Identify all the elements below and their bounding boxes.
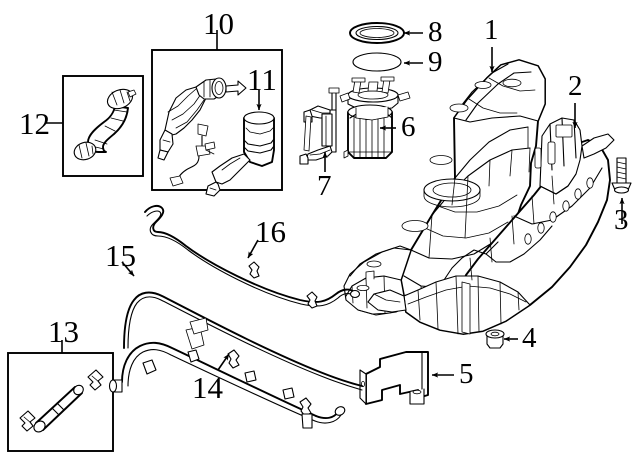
part-vapor-line [123,291,363,391]
part-filler-hose-with-clamps [73,88,137,161]
part-lock-ring [349,22,405,44]
callout-label-5: 5 [459,358,474,390]
part-fuel-tank [343,59,546,316]
callout-label-11: 11 [247,62,277,97]
part-tank-shield-bracket [359,351,429,405]
part-skid-plate-bolt [611,157,632,194]
callout-label-2: 2 [568,70,583,102]
callout-label-9: 9 [428,46,443,78]
part-fuel-tank-skid-plate [367,117,615,335]
part-retainer-nut [485,329,505,349]
part-fuel-level-sensor-harness [169,123,216,187]
callout-label-10: 10 [203,6,234,41]
part-fuel-pump-mounting-bracket [299,87,340,165]
inset-box-12 [62,75,144,177]
callout-label-1: 1 [484,14,499,46]
part-seal-o-ring [352,52,402,72]
part-evap-return-line [144,204,361,309]
callout-label-13: 13 [48,314,79,349]
callout-label-15: 15 [105,238,136,273]
callout-label-3: 3 [614,204,629,236]
part-fuel-pump-module [339,76,411,159]
callout-label-12: 12 [19,106,50,141]
callout-label-16: 16 [255,214,286,249]
callout-label-4: 4 [522,322,537,354]
inset-box-13 [7,352,114,452]
callout-label-8: 8 [428,16,443,48]
callout-label-7: 7 [317,170,332,202]
callout-label-14: 14 [192,370,223,405]
part-fuel-filter-canister [205,111,275,197]
callout-label-6: 6 [401,111,416,143]
part-fuel-supply-line [108,317,346,429]
callout-leaders [45,30,625,378]
part-fuel-filler-neck [157,77,247,161]
part-vent-hose-with-clamps [19,369,104,433]
